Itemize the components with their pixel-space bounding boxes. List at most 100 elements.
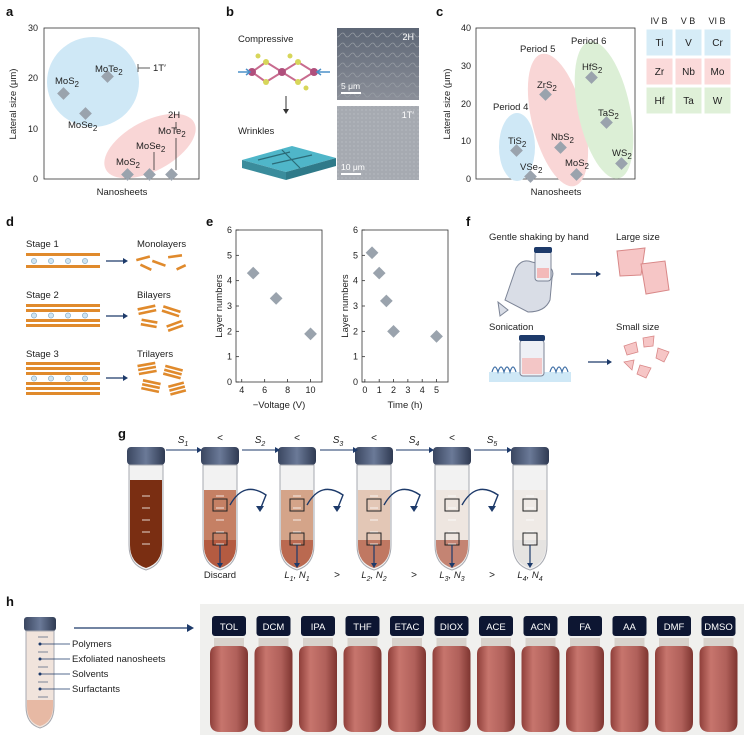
table-header: V B — [681, 16, 696, 26]
tube-cap — [127, 447, 165, 465]
panel-label-h: h — [6, 594, 14, 609]
panel-a-label-mos2: MoS2 — [55, 76, 80, 89]
panel-c-label-hfs2: HfS2 — [582, 62, 603, 75]
panel-a-label-mote2: MoTe2 — [95, 64, 123, 77]
panel-e-left-xtick: 4 — [239, 385, 244, 395]
solvent-label: TOL — [220, 622, 238, 633]
panel-c-label-vse2: VSe2 — [520, 162, 543, 175]
solvent-label-box — [434, 616, 469, 636]
table-cell — [645, 57, 674, 86]
solvent-label: DIOX — [440, 622, 464, 633]
panel-label-g: g — [118, 426, 126, 441]
panel-e-left-point — [246, 266, 260, 280]
panel-h-solvents: Polymers Exfoliated nanosheets Solvents … — [24, 604, 744, 735]
tube-cap — [511, 447, 549, 465]
solvent-vial: DMF — [655, 616, 693, 732]
panel-b-lattice — [248, 53, 318, 91]
table-element: Ti — [656, 38, 664, 49]
solvent-label: DCM — [263, 622, 285, 633]
panel-d-stage-3: Stage 3 — [26, 349, 59, 360]
panel-c-frame — [475, 27, 636, 180]
panel-e-right-xtick: 4 — [420, 385, 425, 395]
table-element: Hf — [655, 96, 665, 107]
panel-c-period-5: Period 5 — [520, 44, 555, 55]
table-cell — [703, 86, 732, 115]
panel-b-img2-scale: 10 μm — [341, 162, 365, 172]
centrifuge-tube — [278, 447, 316, 571]
panel-c-ytick: 10 — [461, 136, 471, 146]
solvent-vial: ACE — [477, 616, 515, 732]
step-label: S3 — [333, 435, 344, 448]
centrifuge-tube — [201, 447, 239, 571]
panel-b-wrinkles: Wrinkles — [238, 126, 274, 137]
large-flake — [616, 247, 646, 277]
small-flake — [642, 335, 655, 348]
panel-d-stage-2: Stage 2 — [26, 290, 59, 301]
panel-label-c: c — [436, 4, 443, 19]
step-less-than: < — [294, 433, 300, 444]
panel-a-group-2h: 2H — [168, 110, 180, 121]
panel-c-ytick: 20 — [461, 99, 471, 109]
legend-nanosheets: Exfoliated nanosheets — [72, 654, 166, 665]
solvent-label: AA — [623, 622, 636, 633]
vial-body — [254, 646, 293, 732]
panel-e-right-ytick: 4 — [353, 276, 358, 286]
panel-e-left-frame — [235, 229, 323, 383]
panel-a-ytick: 10 — [28, 124, 38, 134]
panel-label-e: e — [206, 214, 213, 229]
solvent-label-box — [612, 616, 647, 636]
small-flake — [623, 341, 639, 356]
transfer-arrow — [229, 488, 267, 511]
table-header: IV B — [650, 16, 667, 26]
solvent-label: DMSO — [704, 622, 733, 633]
table-element: Cr — [712, 38, 723, 49]
output-label: L1, N1 — [284, 570, 309, 583]
panel-a-ytick: 30 — [28, 23, 38, 33]
table-cell — [703, 57, 732, 86]
panel-f-bottom-result: Small size — [616, 322, 659, 333]
output-greater-than: > — [334, 570, 340, 581]
solvent-label-box — [657, 616, 691, 636]
panel-e-left-xtick: 6 — [262, 385, 267, 395]
panel-e-left-point — [304, 327, 317, 341]
table-element: V — [685, 38, 692, 49]
tube-cap — [201, 447, 239, 465]
solvent-label-box — [701, 616, 736, 636]
solvent-vial: IPA — [299, 616, 337, 732]
vial-body — [343, 646, 382, 732]
centrifuge-tube — [127, 447, 165, 571]
table-cell — [645, 28, 674, 57]
panel-a-label-mos2-2h: MoS2 — [116, 157, 141, 170]
solvent-label: FA — [579, 622, 591, 633]
tube-cap — [355, 447, 393, 465]
panel-b-img1-tag: 2H — [402, 32, 414, 42]
panel-e-charts: Layer numbers Layer numbers −Voltage (V)… — [214, 225, 449, 411]
panel-a-marker — [121, 168, 134, 181]
tube-cap — [433, 447, 471, 465]
panel-f-top-result: Large size — [616, 232, 660, 243]
panel-e-right-ytick: 6 — [353, 225, 358, 235]
panel-e-right-xtick: 1 — [377, 385, 382, 395]
transfer-arrow — [306, 488, 344, 511]
small-flake — [655, 347, 670, 363]
panel-a-marker — [165, 168, 178, 181]
solvent-label: ACN — [530, 622, 550, 633]
panel-label-a: a — [6, 4, 14, 19]
panel-e-left-ytick: 3 — [227, 301, 232, 311]
panel-d-result-1: Monolayers — [137, 239, 186, 250]
panel-a-ytick: 20 — [28, 73, 38, 83]
vial-body — [699, 646, 738, 732]
solvent-label: ETAC — [395, 622, 420, 633]
panel-c-label-ws2: WS2 — [612, 148, 632, 161]
solvent-label-box — [301, 616, 335, 636]
panel-e-right-ytick: 2 — [353, 326, 358, 336]
panel-c-period-4: Period 4 — [493, 102, 528, 113]
panel-a-label-mose2: MoSe2 — [68, 120, 98, 133]
table-element: Ta — [683, 96, 694, 107]
table-cell — [674, 28, 703, 57]
solvent-vial: DCM — [254, 616, 293, 732]
panel-e-left-xlabel: −Voltage (V) — [253, 400, 306, 411]
panel-b-substrate-top — [242, 146, 336, 172]
panel-e-left-ytick: 0 — [227, 377, 232, 387]
